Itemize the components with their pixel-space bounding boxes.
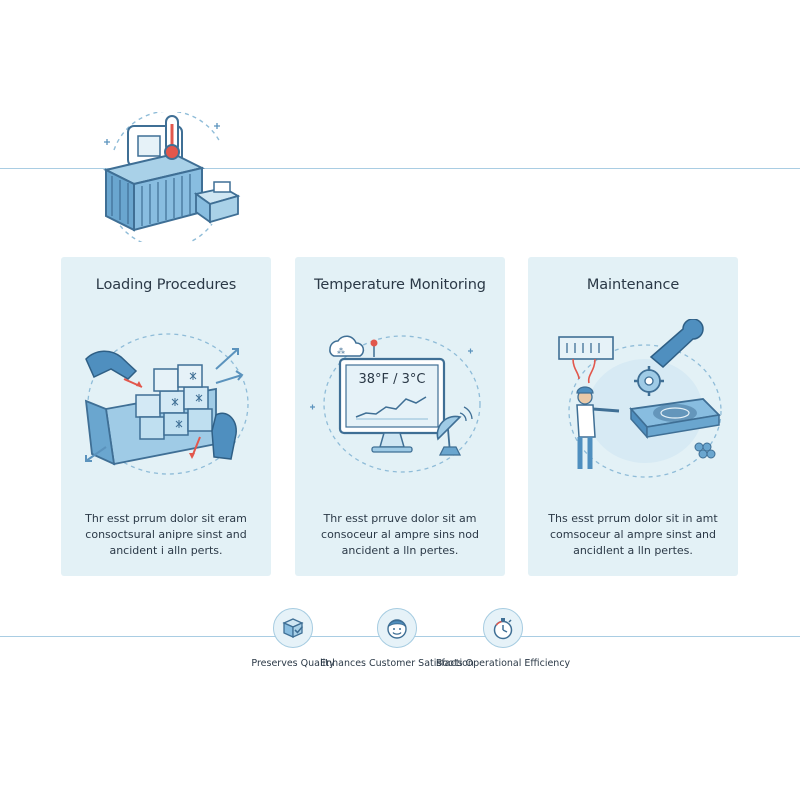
- smiley-face-icon: [377, 608, 417, 648]
- benefit-customer-satisfaction: Enhances Customer Satisfaction: [317, 608, 477, 669]
- top-divider: [0, 168, 800, 169]
- card-loading-procedures: Loading Procedures Thr esst: [61, 257, 271, 576]
- card-title: Maintenance: [586, 277, 680, 293]
- card-title: Temperature Monitoring: [314, 277, 486, 293]
- card-maintenance: Maintenance Ths esst prrum dolor sit in …: [528, 257, 738, 576]
- temperature-monitor-illustration: ⁂ 38°F / 3°C: [310, 335, 481, 473]
- benefit-label: Preserves Quality: [251, 658, 335, 669]
- benefit-operational-efficiency: Boots Operational Efficiency: [423, 608, 583, 669]
- card-description: Thr esst prrum dolor sit eram consoctsur…: [85, 512, 247, 557]
- loading-boxes-illustration: [84, 333, 249, 475]
- card-description: Ths esst prrum dolor sit in amt comsoceu…: [548, 512, 718, 557]
- card-description: Thr esst prruve dolor sit am consoceur a…: [321, 512, 479, 557]
- benefit-preserves-quality: Preserves Quality: [213, 608, 373, 669]
- refrigerated-container-icon: [103, 112, 241, 242]
- benefit-label: Boots Operational Efficiency: [435, 658, 571, 669]
- svg-text:⁂: ⁂: [337, 346, 345, 356]
- card-title: Loading Procedures: [95, 277, 237, 293]
- temperature-readout: 38°F / 3°C: [358, 372, 425, 387]
- maintenance-illustration: [558, 319, 722, 478]
- box-check-icon: [273, 608, 313, 648]
- stopwatch-icon: [483, 608, 523, 648]
- benefit-label: Enhances Customer Satisfaction: [320, 658, 474, 669]
- card-temperature-monitoring: Temperature Monitoring ⁂ 38°F / 3°C Thr …: [295, 257, 505, 576]
